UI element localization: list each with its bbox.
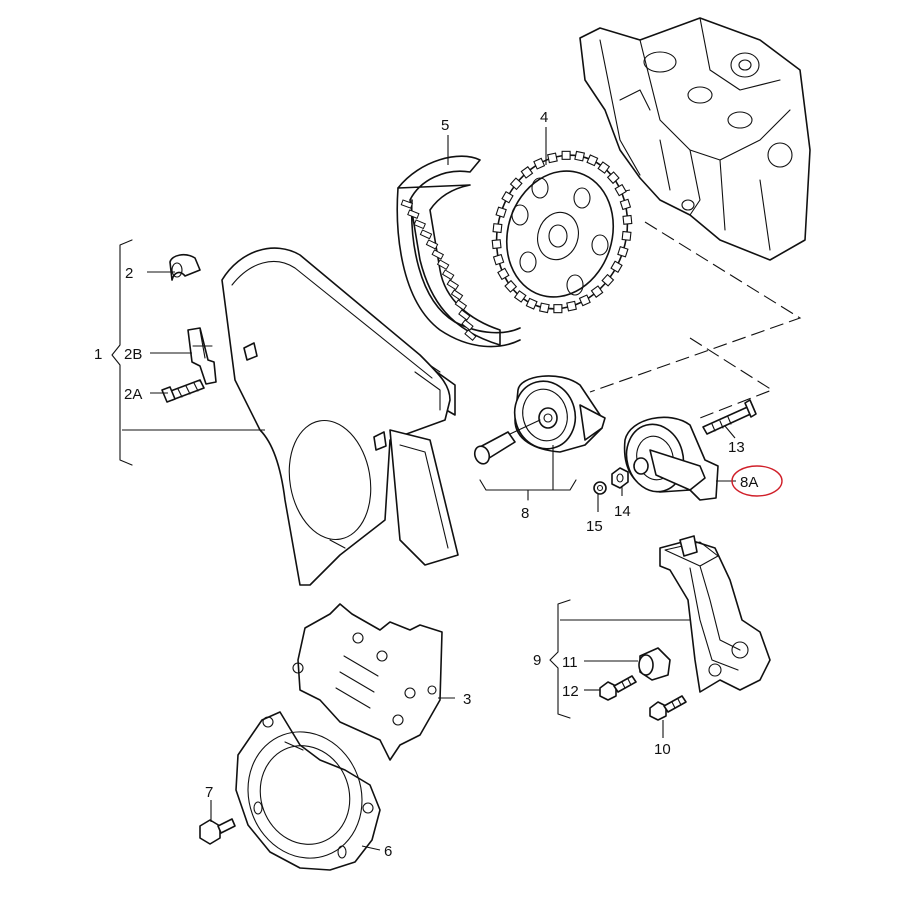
label-6: 6 bbox=[384, 843, 392, 860]
part-3-rear-cover-panel bbox=[292, 603, 443, 761]
label-10: 10 bbox=[654, 741, 671, 758]
group-bracket-1 bbox=[111, 239, 265, 466]
part-14-nut bbox=[611, 467, 629, 489]
part-10-bolt bbox=[649, 695, 687, 721]
label-9: 9 bbox=[533, 652, 541, 669]
part-15-washer bbox=[593, 481, 607, 495]
label-8: 8 bbox=[521, 505, 529, 522]
sprocket-teeth bbox=[491, 150, 633, 314]
engine-block-outline bbox=[579, 17, 811, 261]
label-13: 13 bbox=[728, 439, 745, 456]
label-3: 3 bbox=[463, 691, 471, 708]
label-2a: 2A bbox=[124, 386, 142, 403]
label-2b: 2B bbox=[124, 346, 142, 363]
part-2-retaining-clip bbox=[169, 253, 201, 281]
label-14: 14 bbox=[614, 503, 631, 520]
part-12-bolt bbox=[599, 675, 637, 701]
part-2a-bolt bbox=[161, 379, 205, 403]
camshaft-sprocket bbox=[491, 150, 633, 314]
part-13-stud bbox=[702, 399, 757, 435]
tensioner-roller-assembly bbox=[473, 375, 606, 465]
part-11-spacer-sleeve bbox=[638, 647, 671, 681]
label-15: 15 bbox=[586, 518, 603, 535]
part-2b-bracket bbox=[187, 327, 217, 385]
label-4: 4 bbox=[540, 109, 548, 126]
label-11: 11 bbox=[562, 654, 578, 671]
part-labels: 2 1 2B 2A 5 4 13 8A 8 14 15 9 11 12 10 3… bbox=[94, 109, 758, 860]
group-bracket-9 bbox=[549, 599, 690, 719]
part-7-bolt bbox=[199, 818, 236, 845]
leader-lines bbox=[147, 127, 736, 851]
part-9-engine-bracket bbox=[659, 535, 771, 693]
label-8a: 8A bbox=[740, 474, 758, 491]
part-8a-tensioner-pulley bbox=[623, 416, 719, 501]
label-7: 7 bbox=[205, 784, 213, 801]
label-5: 5 bbox=[441, 117, 449, 134]
label-2: 2 bbox=[125, 265, 133, 282]
group-bracket-8 bbox=[479, 445, 577, 501]
part-6-lower-cover bbox=[235, 711, 381, 871]
label-8a-highlight bbox=[731, 465, 783, 497]
belt-teeth bbox=[400, 199, 477, 341]
label-1: 1 bbox=[94, 346, 102, 363]
timing-belt-cover bbox=[221, 247, 459, 586]
label-12: 12 bbox=[562, 683, 579, 700]
